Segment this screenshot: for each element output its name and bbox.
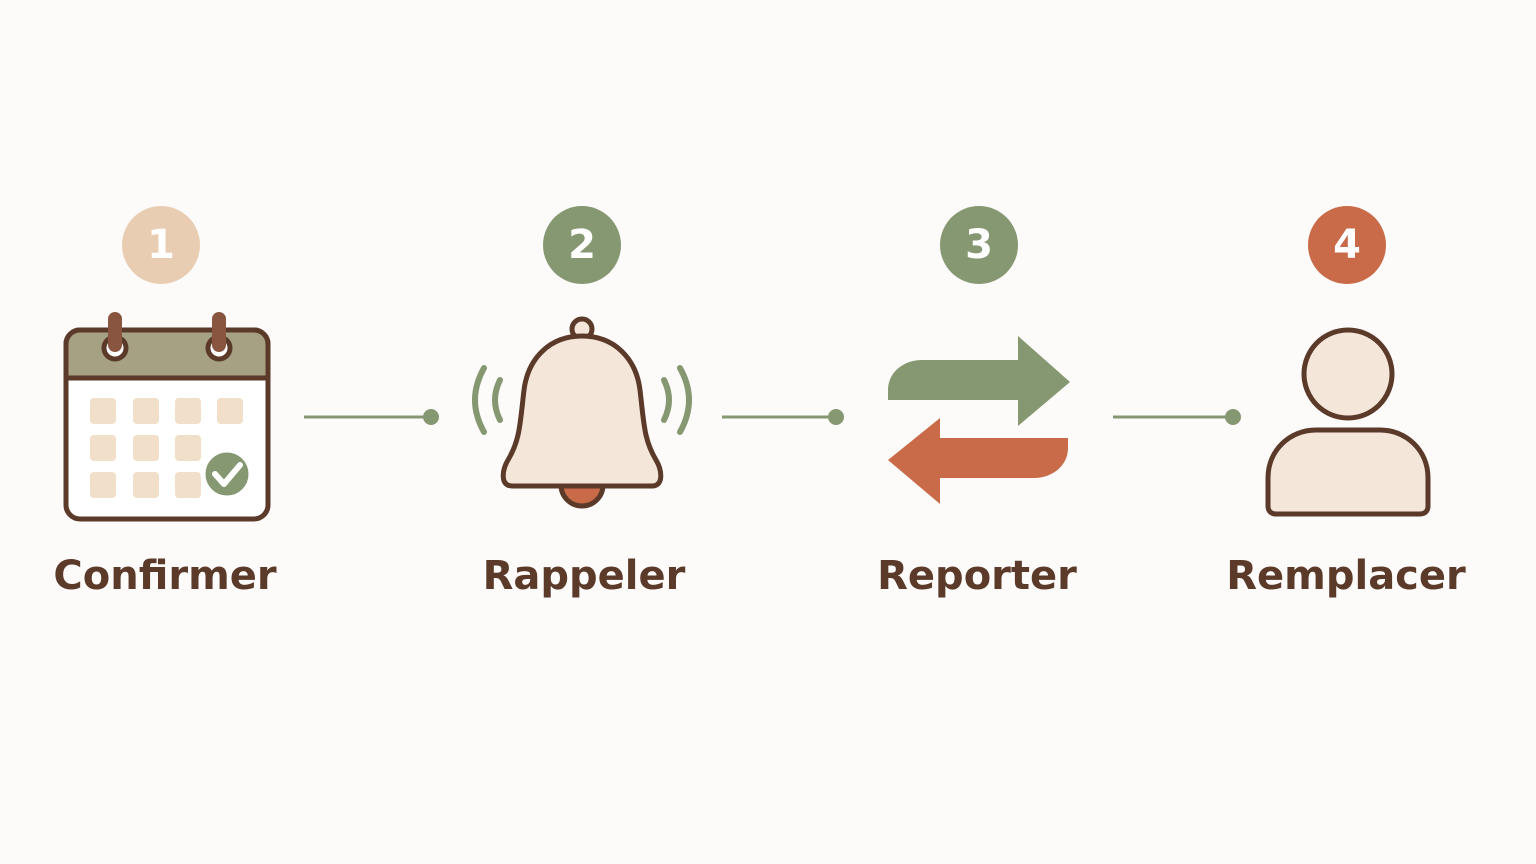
- step-3-label: Reporter: [877, 553, 1077, 599]
- connector-3-4: [1113, 409, 1241, 425]
- step-3-badge: 3: [940, 206, 1018, 284]
- step-1-badge: 1: [122, 206, 200, 284]
- ringing-bell-icon: [472, 316, 692, 509]
- step-4-badge: 4: [1308, 206, 1386, 284]
- connector-2-3: [722, 409, 844, 425]
- connector-1-2: [304, 409, 439, 425]
- person-icon: [1265, 327, 1431, 517]
- calendar-check-icon: [63, 312, 271, 522]
- step-2-badge: 2: [543, 206, 621, 284]
- swap-arrows-icon: [888, 336, 1070, 504]
- step-4-label: Remplacer: [1226, 553, 1466, 599]
- step-2-label: Rappeler: [482, 553, 686, 599]
- step-1-label: Confirmer: [53, 553, 277, 599]
